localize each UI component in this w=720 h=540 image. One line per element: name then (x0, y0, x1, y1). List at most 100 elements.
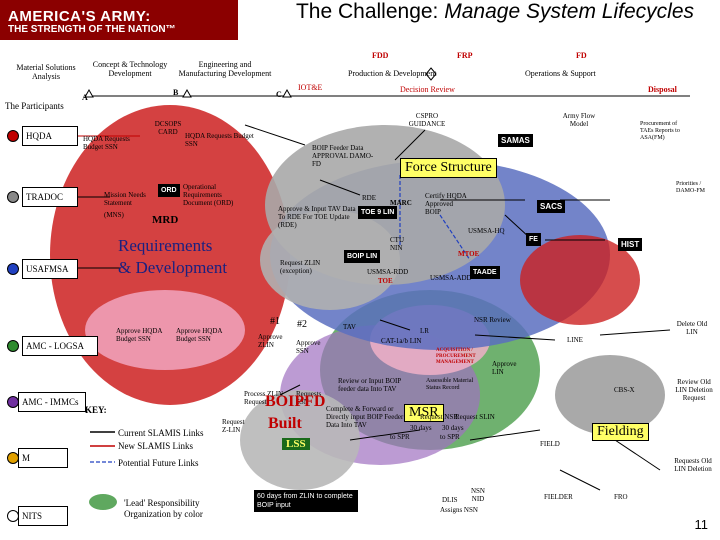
brand-line-2: THE STRENGTH OF THE NATION™ (8, 24, 176, 35)
taade-box: TAADE (470, 266, 500, 279)
complete-forward: Complete & Forward or Directly input BOI… (326, 405, 404, 429)
approve-zlin: Approve ZLIN (258, 333, 283, 349)
key-heading: KEY: (85, 405, 107, 415)
boipfd-title: BOIPFD (265, 393, 326, 410)
process-zlin: Process ZLIN Request (244, 390, 284, 406)
timeline-triangle-a (84, 88, 94, 98)
usmsa-add: USMSA-ADD (430, 274, 472, 282)
brand-line-1: AMERICA'S ARMY: (8, 8, 151, 25)
request-slin: Request SLIN (455, 413, 495, 421)
approve-lin: Approve LIN (492, 360, 517, 376)
participant-m: M (18, 448, 68, 468)
days-30-a: 30 days (410, 424, 432, 432)
milestone-b: B (173, 88, 179, 97)
timeline-triangle-b (182, 88, 192, 98)
participant-hqda: HQDA (22, 126, 78, 146)
requirements-title: Requirements (118, 236, 213, 255)
request-nsr: Request NSR (420, 413, 458, 421)
page-title: The Challenge: Manage System Lifecycles (295, 0, 695, 24)
review-old-lin: Review Old LIN Deletion Request (675, 378, 713, 402)
pink-area-left (85, 290, 245, 370)
fd-label: FD (576, 51, 587, 60)
milestone-c: C (276, 90, 282, 99)
requests-old-lin: Requests Old LIN Deletion (674, 457, 712, 473)
hqda-requests-ssn-a: HQDA Requests Budget SSN (83, 135, 130, 151)
assessible-material: Assessible Material Status Record (426, 378, 474, 391)
key-future-links: Potential Future Links (118, 458, 199, 468)
delete-old-lin: Delete Old LIN (676, 320, 708, 336)
boip-feeder-approval: BOIP Feeder Data APPROVAL DAMO-FD (312, 144, 374, 168)
usmsa-hq: USMSA-HQ (468, 227, 505, 235)
fielder-label: FIELDER (544, 493, 573, 501)
decision-review-label: Decision Review (400, 85, 455, 94)
title-part-1: The Challenge: (295, 0, 445, 23)
milestone-a: A (82, 93, 88, 102)
ord-box: ORD (158, 184, 180, 197)
key-lead-responsibility: 'Lead' Responsibility Organization by co… (124, 498, 203, 519)
key-current-links: Current SLAMIS Links (118, 428, 204, 438)
mtoe-label: MTOE (458, 250, 480, 258)
phase-concept-technology: Concept & Technology Development (92, 60, 168, 78)
decision-diamond (425, 67, 437, 81)
dcsops-card: DCSOPS CARD (154, 120, 182, 136)
certify-hqda: Certify HQDA Approved BOIP (425, 192, 467, 216)
operational-requirements: Operational Requirements Document (ORD) (183, 183, 234, 207)
gray-area-left (260, 210, 400, 310)
to-spr: to SPR (390, 433, 410, 441)
samas-box: SAMAS (498, 134, 533, 147)
development-title: & Development (118, 258, 228, 277)
approve-ssn: Approve SSN (296, 339, 321, 355)
disposal-label: Disposal (648, 85, 677, 94)
timeline-triangle-c (282, 88, 292, 98)
tav-label: TAV (343, 323, 356, 331)
ioc-label: IOT&E (298, 83, 323, 92)
participant-nits: NITS (18, 506, 68, 526)
gray-area-right (555, 355, 665, 435)
field-label: FIELD (540, 440, 560, 448)
approve-hqda-ssn-b: Approve HQDA Budget SSN (176, 327, 223, 343)
approve-hqda-ssn-a: Approve HQDA Budget SSN (116, 327, 163, 343)
review-input-boip: Review or Input BOIP feeder data Into TA… (338, 377, 401, 393)
boip-lin-box: BOIP LIN (344, 250, 381, 263)
army-banner: AMERICA'S ARMY: THE STRENGTH OF THE NATI… (0, 0, 238, 40)
acquisition-process: ACQUISITION / PROCUREMENT MANAGEMENT (436, 348, 476, 365)
ctu-nin: CTU NIN (390, 236, 404, 252)
army-flow-model: Army Flow Model (562, 112, 596, 128)
to-spr-2: to SPR (440, 433, 460, 441)
fielding-box: Fielding (592, 423, 649, 441)
participant-usafmsa: USAFMSA (22, 259, 78, 279)
participant-amc-immcs: AMC - IMMCs (18, 392, 86, 412)
page-number: 11 (694, 517, 709, 532)
sacs-box: SACS (537, 200, 566, 213)
fe-box: FE (526, 233, 541, 246)
sixty-days-box: 60 days from ZLIN to complete BOIP input (254, 490, 358, 512)
participants-heading: The Participants (5, 101, 64, 111)
days-30-b: 30 days (442, 424, 464, 432)
mns-label: (MNS) (104, 211, 124, 219)
msr-box: MSR (404, 404, 444, 422)
number-1: #1 (270, 316, 280, 327)
participant-dot-tradoc (7, 191, 19, 203)
priorities-label: Priorities / DAMO-FM (676, 181, 706, 194)
built-title: Built (268, 415, 302, 432)
phase-engineering: Engineering and Manufacturing Developmen… (178, 60, 272, 78)
force-structure-box: Force Structure (400, 158, 497, 178)
participant-amc-logsa: AMC - LOGSA (22, 336, 98, 356)
dlis-label: DLIS (442, 496, 458, 504)
nsr-review: NSR Review (474, 316, 511, 324)
phase-material-solutions: Material Solutions Analysis (16, 63, 76, 81)
production-label: Production & Development (348, 69, 437, 78)
hist-box: HIST (618, 238, 643, 251)
red-area-right (520, 235, 640, 325)
cspro-guidance: CSPRO GUIDANCE (408, 112, 446, 128)
approve-input-tav: Approve & Input TAV Data To RDE For TOE … (278, 205, 356, 229)
usmsa-rdd: USMSA-RDD (367, 268, 409, 276)
rde-label: RDE (362, 194, 376, 202)
participant-dot-hqda (7, 130, 19, 142)
procurement-report: Procurement of TAEs Reports to ASA(FM) (640, 121, 680, 141)
fro-label: FRO (614, 493, 628, 501)
participant-dot-usafmsa (7, 263, 19, 275)
requests-ssn: Requests SSN (296, 390, 322, 406)
line-label: LINE (567, 336, 583, 344)
